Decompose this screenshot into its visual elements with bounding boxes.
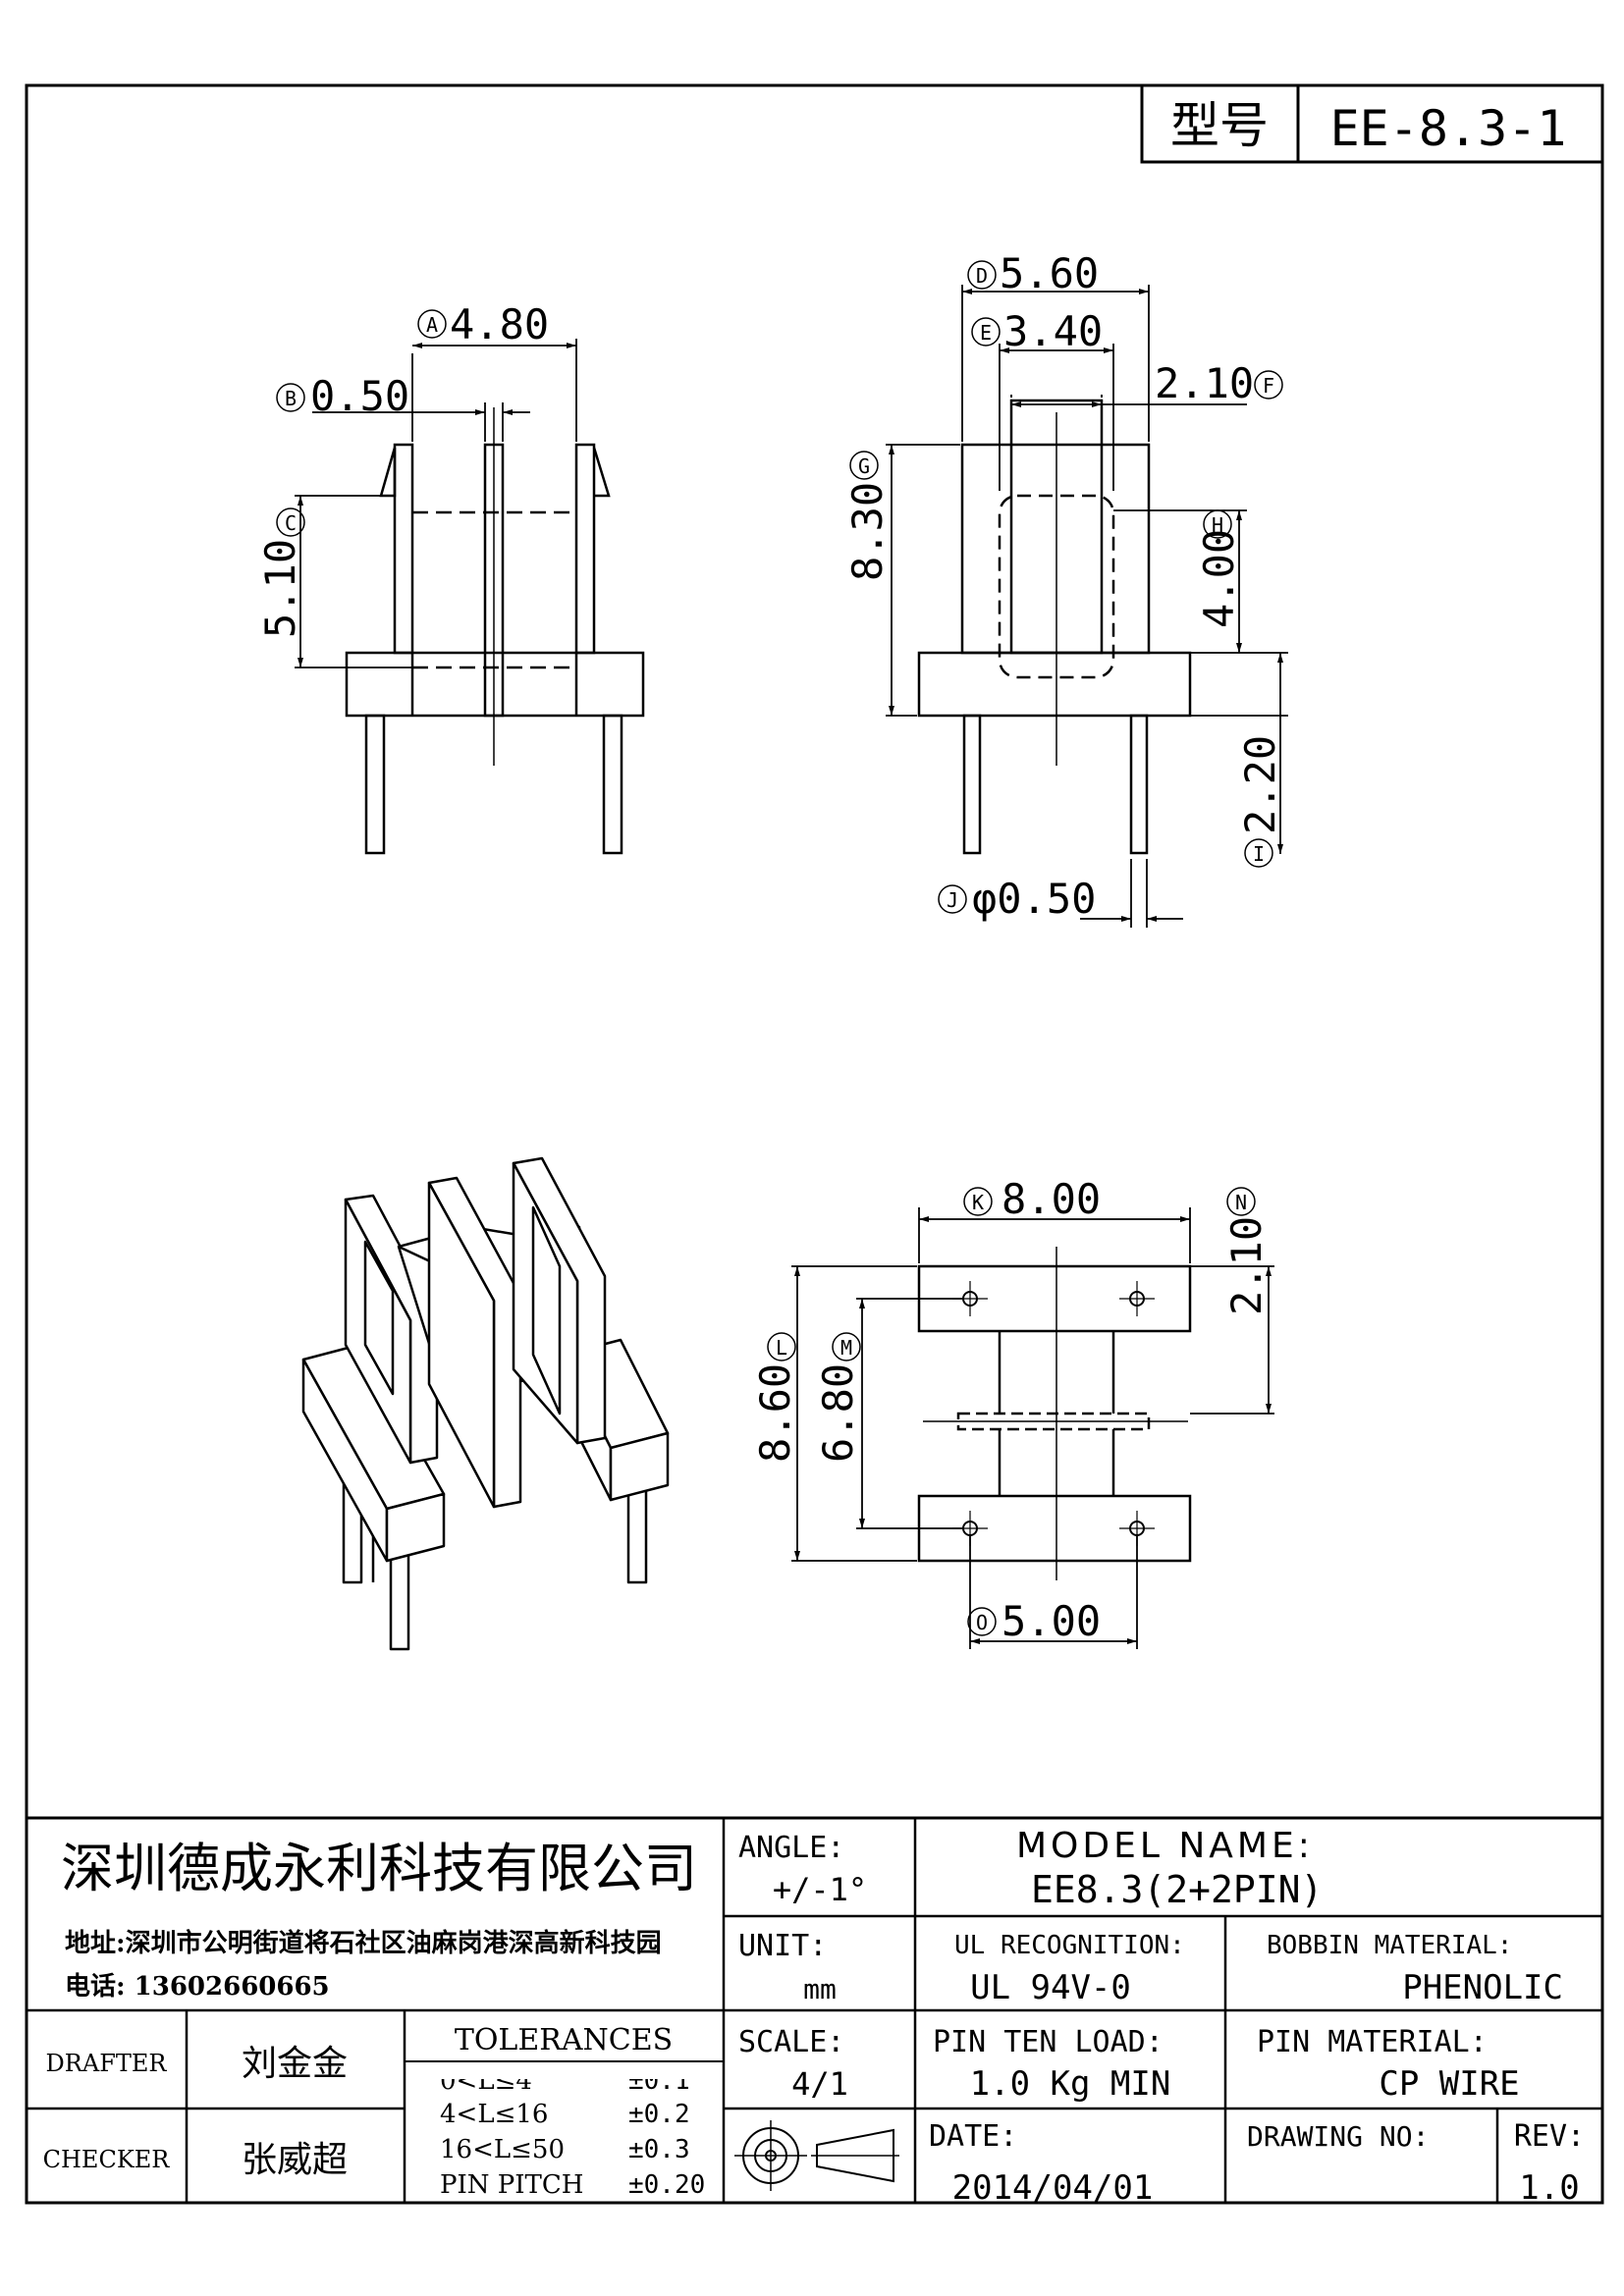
front-view-labels: A 4.80 B 0.50 C 5.10	[256, 300, 549, 638]
dim-m-value: 6.80	[814, 1363, 862, 1463]
dim-i-value: 2.20	[1236, 735, 1284, 834]
model-header-box: 型号 EE-8.3-1	[1140, 83, 1604, 164]
pin-material-label: PIN MATERIAL:	[1257, 2025, 1488, 2059]
dim-f-circle: F	[1263, 374, 1274, 398]
drafter-value: 刘金金	[242, 2044, 348, 2084]
tolerance-value: ±0.1	[628, 2066, 690, 2096]
pin-load-value: 1.0 Kg MIN	[970, 2064, 1171, 2104]
dim-h-circle: H	[1212, 513, 1223, 537]
tolerances-label: TOLERANCES	[455, 2023, 673, 2057]
dim-k-circle: K	[972, 1191, 984, 1214]
checker-value: 张威超	[242, 2140, 348, 2180]
dim-f-value: 2.10	[1155, 359, 1254, 407]
bottom-view-dimensions	[791, 1207, 1274, 1649]
model-value: EE-8.3-1	[1330, 100, 1567, 157]
dim-m-circle: M	[840, 1336, 852, 1360]
dim-d-circle: D	[976, 264, 988, 288]
pin-material-value: CP WIRE	[1379, 2064, 1519, 2104]
dim-j-circle: J	[947, 888, 958, 912]
dim-k-value: 8.00	[1001, 1175, 1101, 1223]
rev-label: REV:	[1514, 2119, 1585, 2154]
projection-symbol-icon	[734, 2120, 899, 2191]
tolerance-range: 0<L≤4	[440, 2066, 532, 2096]
side-view-labels: D 5.60 E 3.40 2.10 F G 8.30 H 4.00 2.20 …	[843, 249, 1284, 923]
scale-value: 4/1	[791, 2065, 848, 2103]
tolerance-value: ±0.2	[628, 2100, 690, 2129]
dim-e-circle: E	[980, 321, 992, 345]
isometric-view	[301, 1156, 670, 1651]
sheet-border	[25, 83, 1604, 2205]
dim-c-value: 5.10	[256, 539, 304, 638]
title-block	[27, 1816, 1602, 2203]
date-label: DATE:	[929, 2119, 1017, 2154]
side-view-dimensions	[886, 285, 1283, 928]
dim-h-value: 4.00	[1195, 529, 1243, 628]
model-label: 型号	[1170, 97, 1269, 154]
dim-d-value: 5.60	[1000, 249, 1099, 297]
side-view	[917, 399, 1288, 855]
dim-g-value: 8.30	[843, 482, 892, 581]
model-name-value: EE8.3(2+2PIN)	[1031, 1868, 1323, 1911]
dim-e-value: 3.40	[1003, 307, 1103, 355]
company-address: 地址:深圳市公明街道将石社区油麻岗港深高新科技园	[65, 1928, 662, 1958]
dim-o-circle: O	[976, 1611, 988, 1634]
angle-label: ANGLE:	[738, 1831, 844, 1865]
front-view	[345, 407, 645, 855]
bottom-view	[917, 1247, 1192, 1580]
dim-j-value: φ0.50	[972, 875, 1096, 923]
ul-label: UL RECOGNITION:	[954, 1931, 1185, 1960]
tolerance-range: 4<L≤16	[440, 2100, 548, 2129]
dim-g-circle: G	[858, 454, 870, 478]
unit-label: UNIT:	[738, 1929, 827, 1963]
drawing-no-label: DRAWING NO:	[1247, 2120, 1429, 2153]
front-view-dimensions	[295, 339, 577, 668]
tolerances-table: 0<L≤4 ±0.1 4<L≤16 ±0.2 16<L≤50 ±0.3 PIN …	[440, 2066, 705, 2200]
dim-a-value: 4.80	[450, 300, 549, 348]
model-name-label: MODEL NAME:	[1016, 1826, 1314, 1866]
dim-c-circle: C	[285, 511, 297, 535]
dim-n-value: 2.10	[1222, 1216, 1271, 1315]
checker-label: CHECKER	[43, 2146, 171, 2173]
dim-b-value: 0.50	[310, 372, 409, 420]
company-name: 深圳德成永利科技有限公司	[61, 1838, 697, 1899]
dim-l-value: 8.60	[751, 1363, 799, 1463]
ul-value: UL 94V-0	[970, 1968, 1131, 2007]
pin-load-label: PIN TEN LOAD:	[933, 2025, 1164, 2059]
dim-i-circle: I	[1253, 842, 1265, 866]
angle-value: +/-1°	[773, 1871, 867, 1908]
bobbin-value: PHENOLIC	[1402, 1968, 1563, 2007]
rev-value: 1.0	[1519, 2168, 1579, 2208]
tolerance-range: PIN PITCH	[440, 2170, 583, 2200]
date-value: 2014/04/01	[952, 2168, 1154, 2208]
dim-b-circle: B	[285, 387, 297, 410]
dim-l-circle: L	[776, 1336, 787, 1360]
drafter-label: DRAFTER	[46, 2050, 168, 2077]
dim-a-circle: A	[426, 313, 438, 337]
scale-label: SCALE:	[738, 2025, 844, 2059]
bottom-view-labels: K 8.00 N 2.10 L 8.60 M 6.80 O 5.00	[751, 1175, 1271, 1645]
dim-o-value: 5.00	[1001, 1597, 1101, 1645]
bobbin-label: BOBBIN MATERIAL:	[1267, 1931, 1512, 1960]
company-phone: 电话: 13602660665	[65, 1972, 330, 2002]
dim-n-circle: N	[1235, 1191, 1247, 1214]
unit-value: mm	[803, 1973, 837, 2005]
tolerance-range: 16<L≤50	[440, 2135, 565, 2164]
tolerance-value: ±0.3	[628, 2135, 690, 2164]
tolerance-value: ±0.20	[628, 2170, 705, 2200]
